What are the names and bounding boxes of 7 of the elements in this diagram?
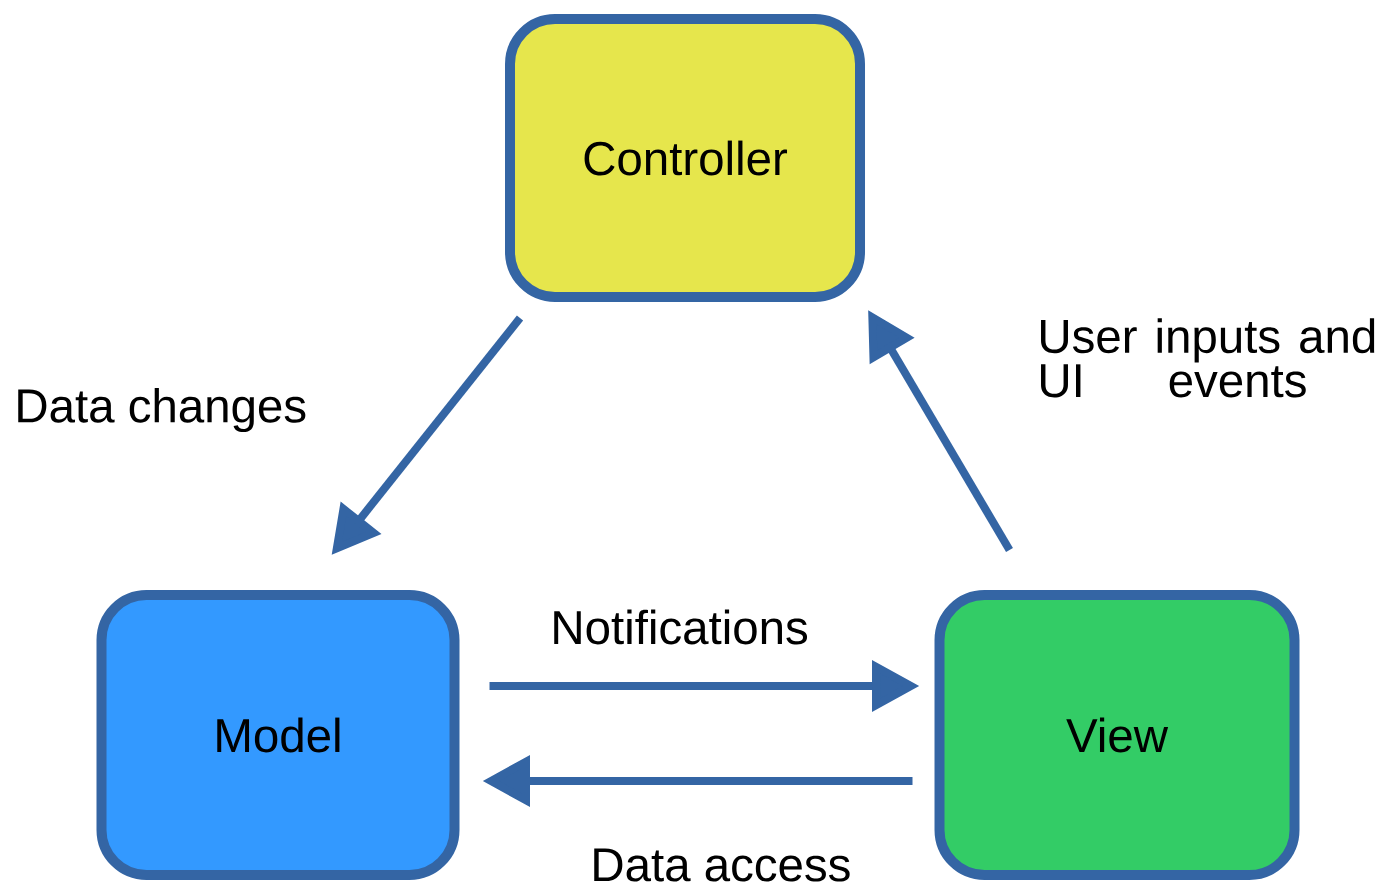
edge-label: Data changes xyxy=(18,387,306,433)
edge-label: Data access xyxy=(594,848,850,882)
process-box: Model xyxy=(96,590,460,880)
process-box: View xyxy=(934,590,1300,880)
edge-label: Notifications xyxy=(554,609,808,645)
edge-label: User inputs and UI events xyxy=(1041,318,1375,398)
process-box: Controller xyxy=(505,14,865,302)
